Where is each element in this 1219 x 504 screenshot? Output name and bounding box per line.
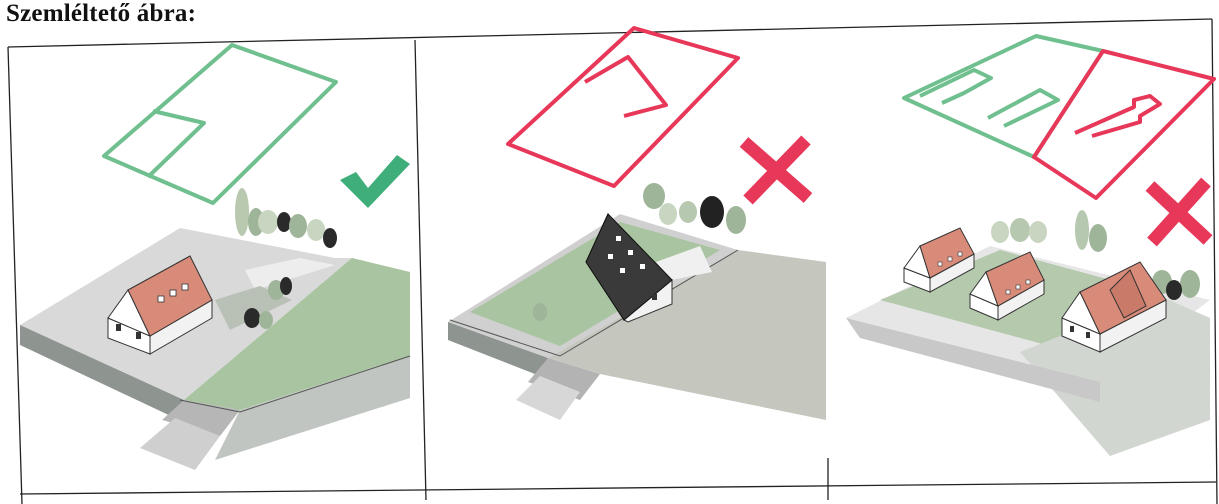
tree-row-rotated (533, 183, 746, 321)
house-allowed (107, 255, 213, 355)
tree-row-allowed (235, 188, 337, 329)
panel-multiple-houses (846, 34, 1216, 456)
plot-outline-multiple (902, 34, 1216, 200)
figure-frame (7, 18, 1218, 504)
house-rotated (585, 213, 673, 323)
panel-rotated-house (448, 26, 826, 420)
lot-scene-allowed (20, 188, 411, 470)
plot-outline-rotated (506, 26, 740, 188)
check-icon (340, 155, 410, 208)
cross-icon (739, 135, 813, 205)
lot-scene-rotated (448, 183, 826, 420)
cross-icon (1145, 177, 1213, 247)
house-multiple-3 (1061, 261, 1167, 353)
house-multiple-1 (903, 227, 975, 293)
house-multiple-2 (969, 251, 1045, 321)
page-title: Szemléltető ábra: (6, 0, 197, 27)
tree-row-multiple (991, 210, 1200, 300)
plot-outline-allowed (102, 43, 338, 205)
lot-scene-multiple (846, 210, 1210, 456)
panel-allowed (20, 43, 411, 470)
